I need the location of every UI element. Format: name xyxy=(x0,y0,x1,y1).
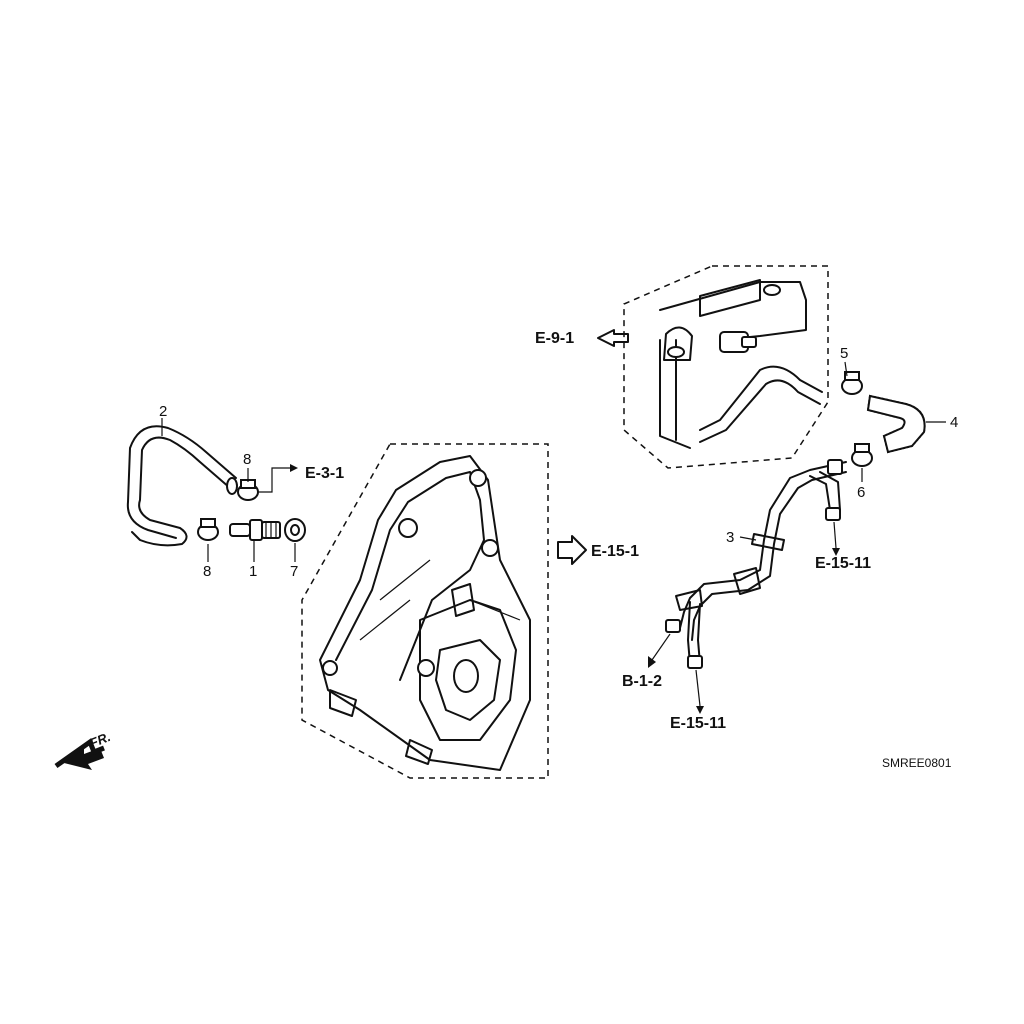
callout-1: 1 xyxy=(249,563,257,580)
front-arrow-icon xyxy=(54,738,105,770)
water-hose-4 xyxy=(866,394,926,454)
front-direction-label: FR. xyxy=(88,729,113,751)
callout-6: 6 xyxy=(857,484,865,501)
callout-3: 3 xyxy=(726,529,734,546)
breather-hose-2 xyxy=(126,425,238,547)
ref-e-3-1: E-3-1 xyxy=(305,465,344,482)
callout-5: 5 xyxy=(840,345,848,362)
radiator-callout-frame xyxy=(623,265,829,469)
ref-e-15-11-lower: E-15-11 xyxy=(670,715,726,732)
ref-e-15-1: E-15-1 xyxy=(591,543,639,560)
bracket-callout-frame xyxy=(301,443,549,779)
pcv-valve-1 xyxy=(229,519,281,541)
arrow-e91 xyxy=(597,329,629,347)
clamp-5 xyxy=(841,371,863,395)
hose-clamp-8-upper xyxy=(237,479,259,501)
engine-mount-bracket xyxy=(319,455,531,771)
coolant-housing xyxy=(659,279,823,449)
ref-e-15-11-upper: E-15-11 xyxy=(815,555,871,572)
callout-7: 7 xyxy=(290,563,298,580)
washer-7 xyxy=(284,518,306,542)
hose-clamp-8-lower xyxy=(197,518,219,541)
water-pipe-3 xyxy=(665,459,847,669)
diagram-code: SMREE0801 xyxy=(882,756,952,770)
ref-e-9-1: E-9-1 xyxy=(535,330,574,347)
callout-2: 2 xyxy=(159,403,167,420)
callout-8-lower: 8 xyxy=(203,563,211,580)
clamp-6 xyxy=(851,443,873,467)
callout-8-upper: 8 xyxy=(243,451,251,468)
arrow-e151 xyxy=(557,535,587,565)
callout-4: 4 xyxy=(950,414,958,431)
ref-b-1-2: B-1-2 xyxy=(622,673,662,690)
